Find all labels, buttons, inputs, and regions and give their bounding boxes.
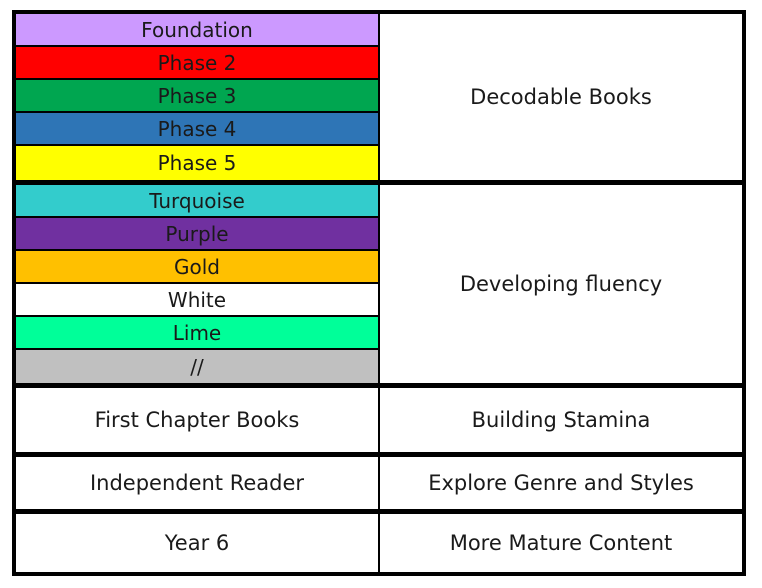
row-right-text: More Mature Content <box>449 531 673 555</box>
section-label-decodable: Decodable Books <box>380 14 742 180</box>
band-grey: // <box>16 350 378 383</box>
band-turquoise: Turquoise <box>16 185 378 216</box>
band-label: Lime <box>172 320 222 345</box>
book-band-table: Foundation Phase 2 Phase 3 Phase 4 Phase… <box>12 10 746 576</box>
section-developing-fluency: Turquoise Purple Gold White Lime // Deve… <box>16 185 742 383</box>
section-label: Developing fluency <box>459 272 663 296</box>
band-label: Turquoise <box>149 188 245 213</box>
row-left-text: Independent Reader <box>89 471 305 495</box>
band-phase-2: Phase 2 <box>16 47 378 78</box>
band-label: Phase 2 <box>157 50 237 75</box>
band-label: Phase 5 <box>157 151 237 175</box>
row-left-cell: Independent Reader <box>16 457 378 509</box>
band-label: // <box>190 354 204 379</box>
row-right-cell: More Mature Content <box>380 514 742 572</box>
band-phase-5: Phase 5 <box>16 146 378 180</box>
row-left-cell: Year 6 <box>16 514 378 572</box>
row-right-cell: Explore Genre and Styles <box>380 457 742 509</box>
row-year-6: Year 6 More Mature Content <box>16 514 742 572</box>
row-independent-reader: Independent Reader Explore Genre and Sty… <box>16 457 742 509</box>
band-gold: Gold <box>16 251 378 282</box>
band-white: White <box>16 284 378 315</box>
row-right-cell: Building Stamina <box>380 388 742 452</box>
row-left-cell: First Chapter Books <box>16 388 378 452</box>
row-first-chapter: First Chapter Books Building Stamina <box>16 388 742 452</box>
band-foundation: Foundation <box>16 14 378 45</box>
band-phase-4: Phase 4 <box>16 113 378 144</box>
band-label: Phase 3 <box>157 83 237 108</box>
section-decodable: Foundation Phase 2 Phase 3 Phase 4 Phase… <box>16 14 742 180</box>
band-label: Gold <box>174 254 220 279</box>
row-right-text: Explore Genre and Styles <box>428 471 694 495</box>
section-label: Decodable Books <box>470 85 652 109</box>
band-label: Foundation <box>141 17 253 42</box>
band-label: White <box>167 287 227 312</box>
section-label-developing-fluency: Developing fluency <box>380 185 742 383</box>
band-purple: Purple <box>16 218 378 249</box>
band-label: Purple <box>165 221 229 246</box>
row-left-text: Year 6 <box>164 531 230 555</box>
band-label: Phase 4 <box>157 116 237 141</box>
row-right-text: Building Stamina <box>471 408 651 432</box>
row-left-text: First Chapter Books <box>94 408 300 432</box>
band-phase-3: Phase 3 <box>16 80 378 111</box>
band-lime: Lime <box>16 317 378 348</box>
